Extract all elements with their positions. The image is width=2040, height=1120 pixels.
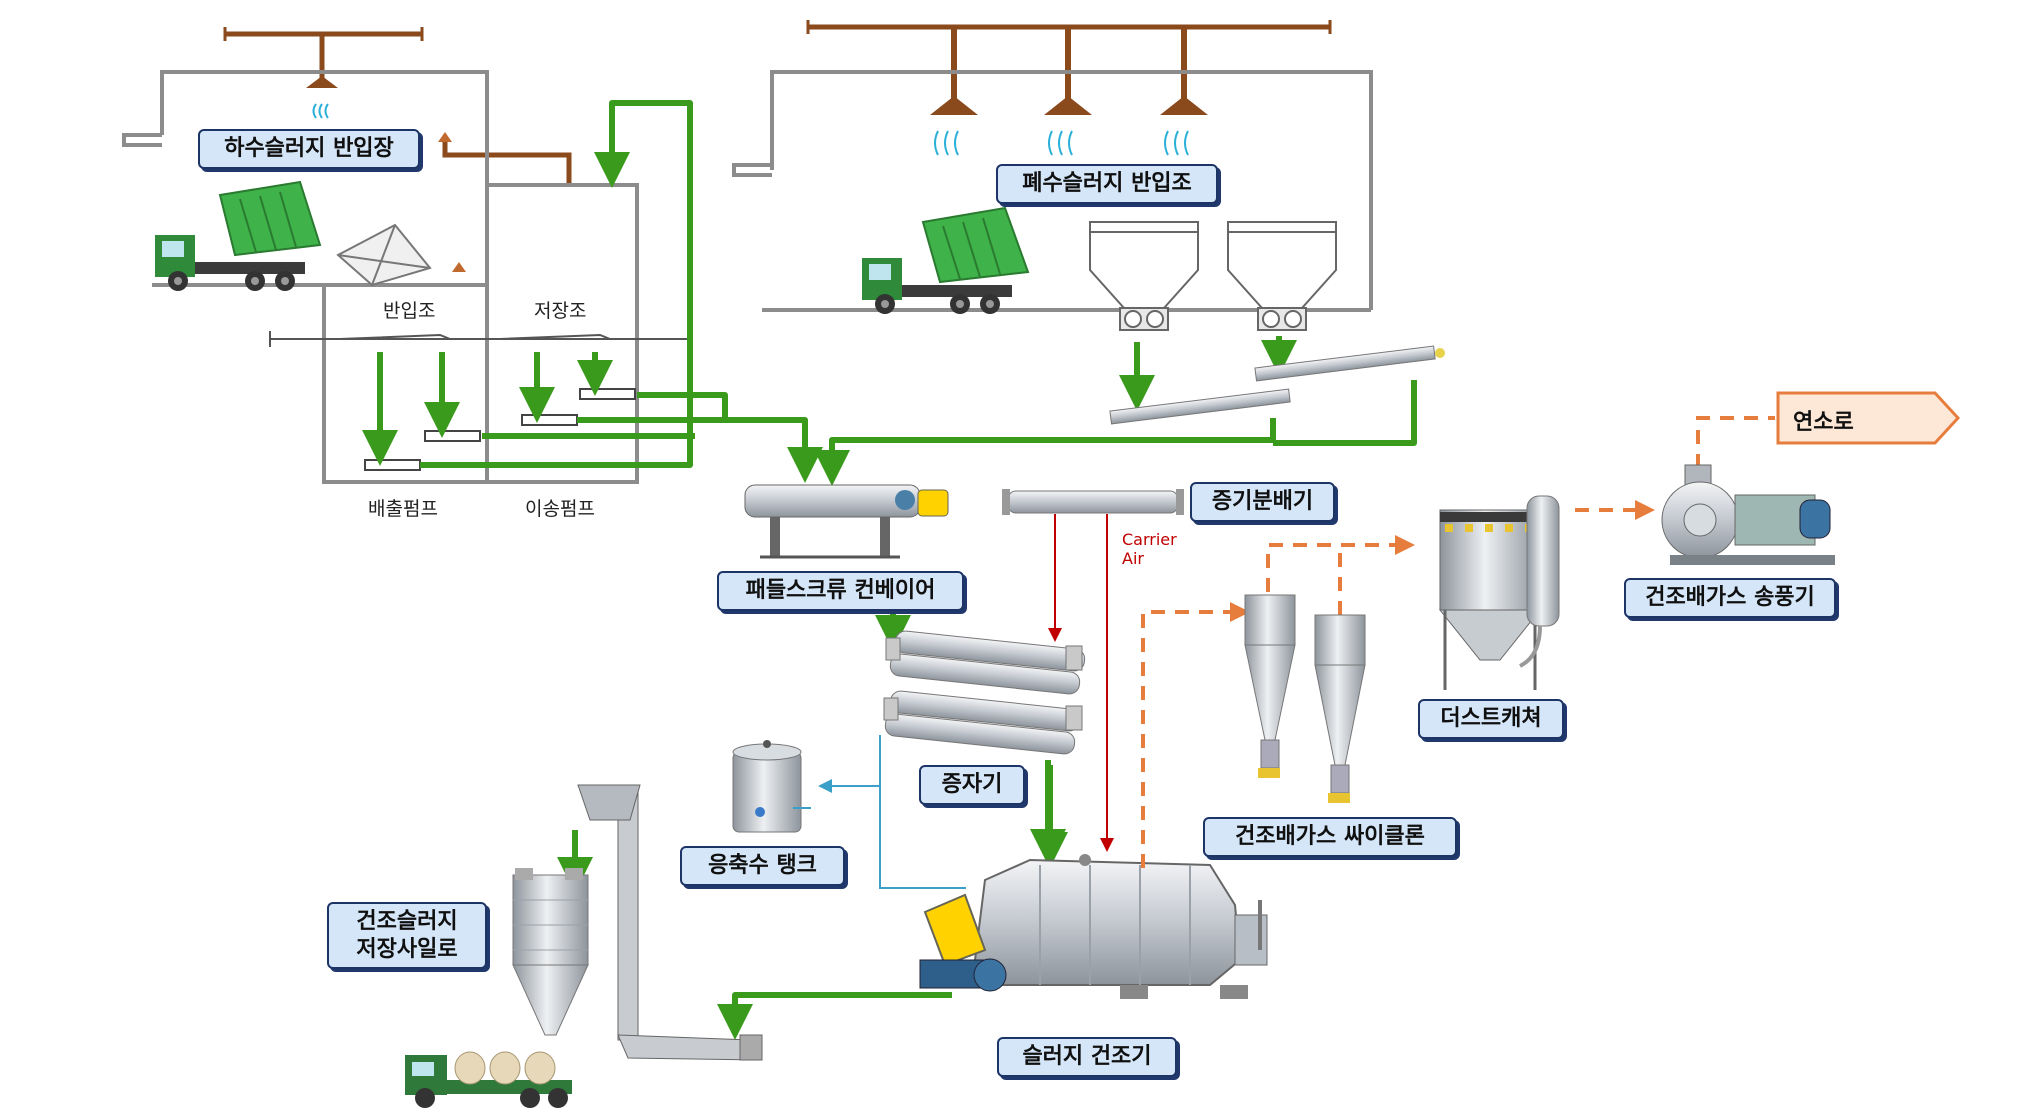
steam-header-icon xyxy=(1002,489,1184,515)
label-dust-catcher: 더스트캐쳐 xyxy=(1418,699,1564,739)
sludge-pump-icon xyxy=(364,388,636,471)
steam-line xyxy=(1048,514,1114,852)
exhaust-duct-right xyxy=(806,20,1332,100)
exhaust-gas-line xyxy=(1141,416,1775,868)
feed-hopper-icon xyxy=(1089,221,1199,331)
air-flow-icon xyxy=(312,103,1189,156)
dump-truck-icon xyxy=(862,206,1030,314)
label-cyclone: 건조배가스 싸이클론 xyxy=(1203,817,1457,857)
condensate-tank-icon xyxy=(732,740,802,833)
label-discharge-pump: 배출펌프 xyxy=(368,498,438,520)
sludge-line xyxy=(362,100,1417,1040)
storage-silo-icon xyxy=(512,868,589,1036)
label-carrier-air: Carrier Air xyxy=(1122,530,1177,569)
label-incinerator: 연소로 xyxy=(1793,410,1854,435)
label-paddle-conveyor: 패들스크류 컨베이어 xyxy=(717,571,964,611)
building-sewage xyxy=(122,70,639,484)
label-dryer: 슬러지 건조기 xyxy=(997,1037,1177,1077)
label-silo: 건조슬러지 저장사일로 xyxy=(327,902,487,969)
label-wastewater-receiving: 폐수슬러지 반입조 xyxy=(996,164,1218,204)
feed-hopper-icon xyxy=(1227,221,1337,331)
sludge-dryer-icon xyxy=(919,854,1268,999)
label-steam-header: 증기분배기 xyxy=(1190,482,1335,522)
label-condensate-tank: 응축수 탱크 xyxy=(680,846,845,886)
label-evaporator: 증자기 xyxy=(919,765,1025,805)
hopper-gate-icon xyxy=(336,223,432,287)
incinerator-arrow-shape xyxy=(1776,391,1961,445)
bag-truck-icon xyxy=(405,1051,572,1108)
bucket-elevator-icon xyxy=(577,784,763,1061)
vent-cap-icon xyxy=(452,262,466,272)
label-transfer-pump: 이송펌프 xyxy=(525,498,595,520)
label-receiving-tank: 반입조 xyxy=(383,300,436,322)
label-blower: 건조배가스 송풍기 xyxy=(1624,578,1836,618)
screw-conveyor-rail xyxy=(269,331,691,347)
label-sewage-receiving: 하수슬러지 반입장 xyxy=(198,129,420,169)
screw-conveyor-icon xyxy=(1109,345,1445,425)
dust-catcher-icon xyxy=(1438,495,1560,690)
cyclone-icon xyxy=(1244,594,1366,803)
exhaust-duct-left xyxy=(223,27,572,185)
vent-cap-icon xyxy=(438,132,452,142)
dump-truck-icon xyxy=(155,180,322,291)
exhaust-hood-icon xyxy=(930,96,1208,115)
blower-icon xyxy=(1661,464,1835,565)
label-storage-tank: 저장조 xyxy=(534,300,587,322)
condensate-line xyxy=(818,735,966,889)
evaporator-icon xyxy=(883,630,1086,755)
paddle-screw-conveyor-icon xyxy=(744,484,949,559)
